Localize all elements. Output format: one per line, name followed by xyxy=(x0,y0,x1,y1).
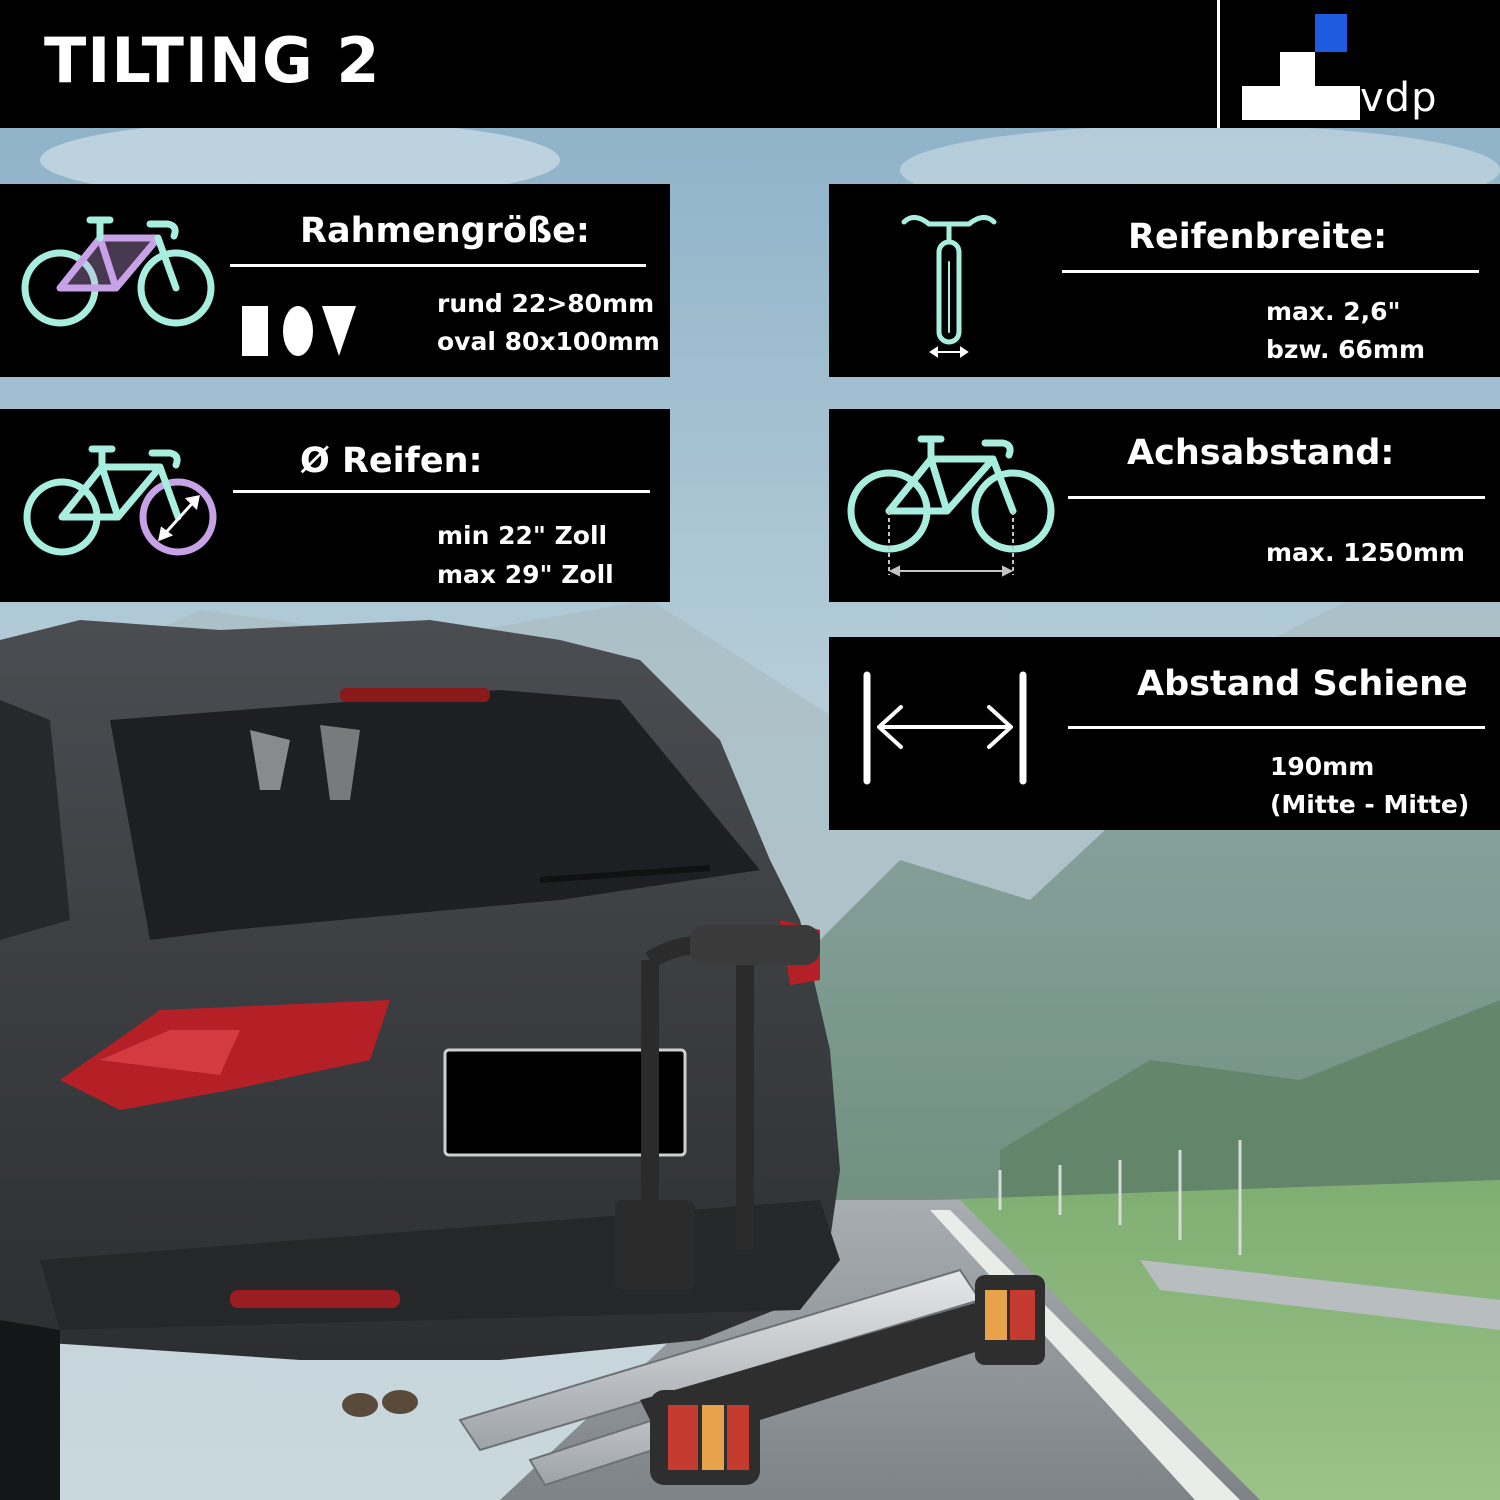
wheel-diameter-icon xyxy=(23,445,217,556)
tire-width-max-inch: max. 2,6" xyxy=(1266,297,1401,326)
spec-panel-tire-width: Reifenbreite: max. 2,6" bzw. 66mm xyxy=(829,184,1500,377)
wheelbase-max: max. 1250mm xyxy=(1266,538,1465,567)
frame-size-round: rund 22>80mm xyxy=(437,289,655,318)
vdp-logo-icon xyxy=(1242,14,1360,120)
tire-width-divider xyxy=(1062,270,1479,273)
tire-width-icon xyxy=(901,215,997,358)
rail-spacing-title: Abstand Schiene xyxy=(1137,664,1468,704)
wheel-diameter-title: Ø Reifen: xyxy=(300,441,483,481)
rail-spacing-value: 190mm xyxy=(1270,752,1375,781)
wheelbase-icon xyxy=(847,435,1055,577)
wheel-diameter-min: min 22" Zoll xyxy=(437,521,608,550)
header-bar: TILTING 2 vdp xyxy=(0,0,1500,128)
wheelbase-title: Achsabstand: xyxy=(1127,433,1395,473)
tire-width-max-mm: bzw. 66mm xyxy=(1266,335,1426,364)
wheel-diameter-max: max 29" Zoll xyxy=(437,560,614,589)
frame-size-oval: oval 80x100mm xyxy=(437,327,660,356)
rail-spacing-arrow-icon xyxy=(863,671,1027,785)
logo-text: vdp xyxy=(1360,75,1438,121)
rail-spacing-divider xyxy=(1068,726,1485,729)
bicycle-frame-icon xyxy=(21,216,215,327)
spec-panel-frame-size: Rahmengröße: rund 22>80mm oval 80x100mm xyxy=(0,184,670,377)
spec-panel-wheelbase: Achsabstand: max. 1250mm xyxy=(829,409,1500,602)
spec-panel-wheel-diameter: Ø Reifen: min 22" Zoll max 29" Zoll xyxy=(0,409,670,602)
wheelbase-divider xyxy=(1068,496,1485,499)
header-divider xyxy=(1217,0,1220,128)
tire-width-title: Reifenbreite: xyxy=(1128,217,1388,257)
frame-size-divider xyxy=(230,264,646,267)
spec-panel-rail-spacing: Abstand Schiene 190mm (Mitte - Mitte) xyxy=(829,637,1500,830)
frame-size-title: Rahmengröße: xyxy=(300,211,590,251)
page-title: TILTING 2 xyxy=(44,24,381,97)
rail-spacing-note: (Mitte - Mitte) xyxy=(1270,790,1470,819)
frame-shapes-icon xyxy=(242,306,356,356)
wheel-diameter-divider xyxy=(233,490,650,493)
